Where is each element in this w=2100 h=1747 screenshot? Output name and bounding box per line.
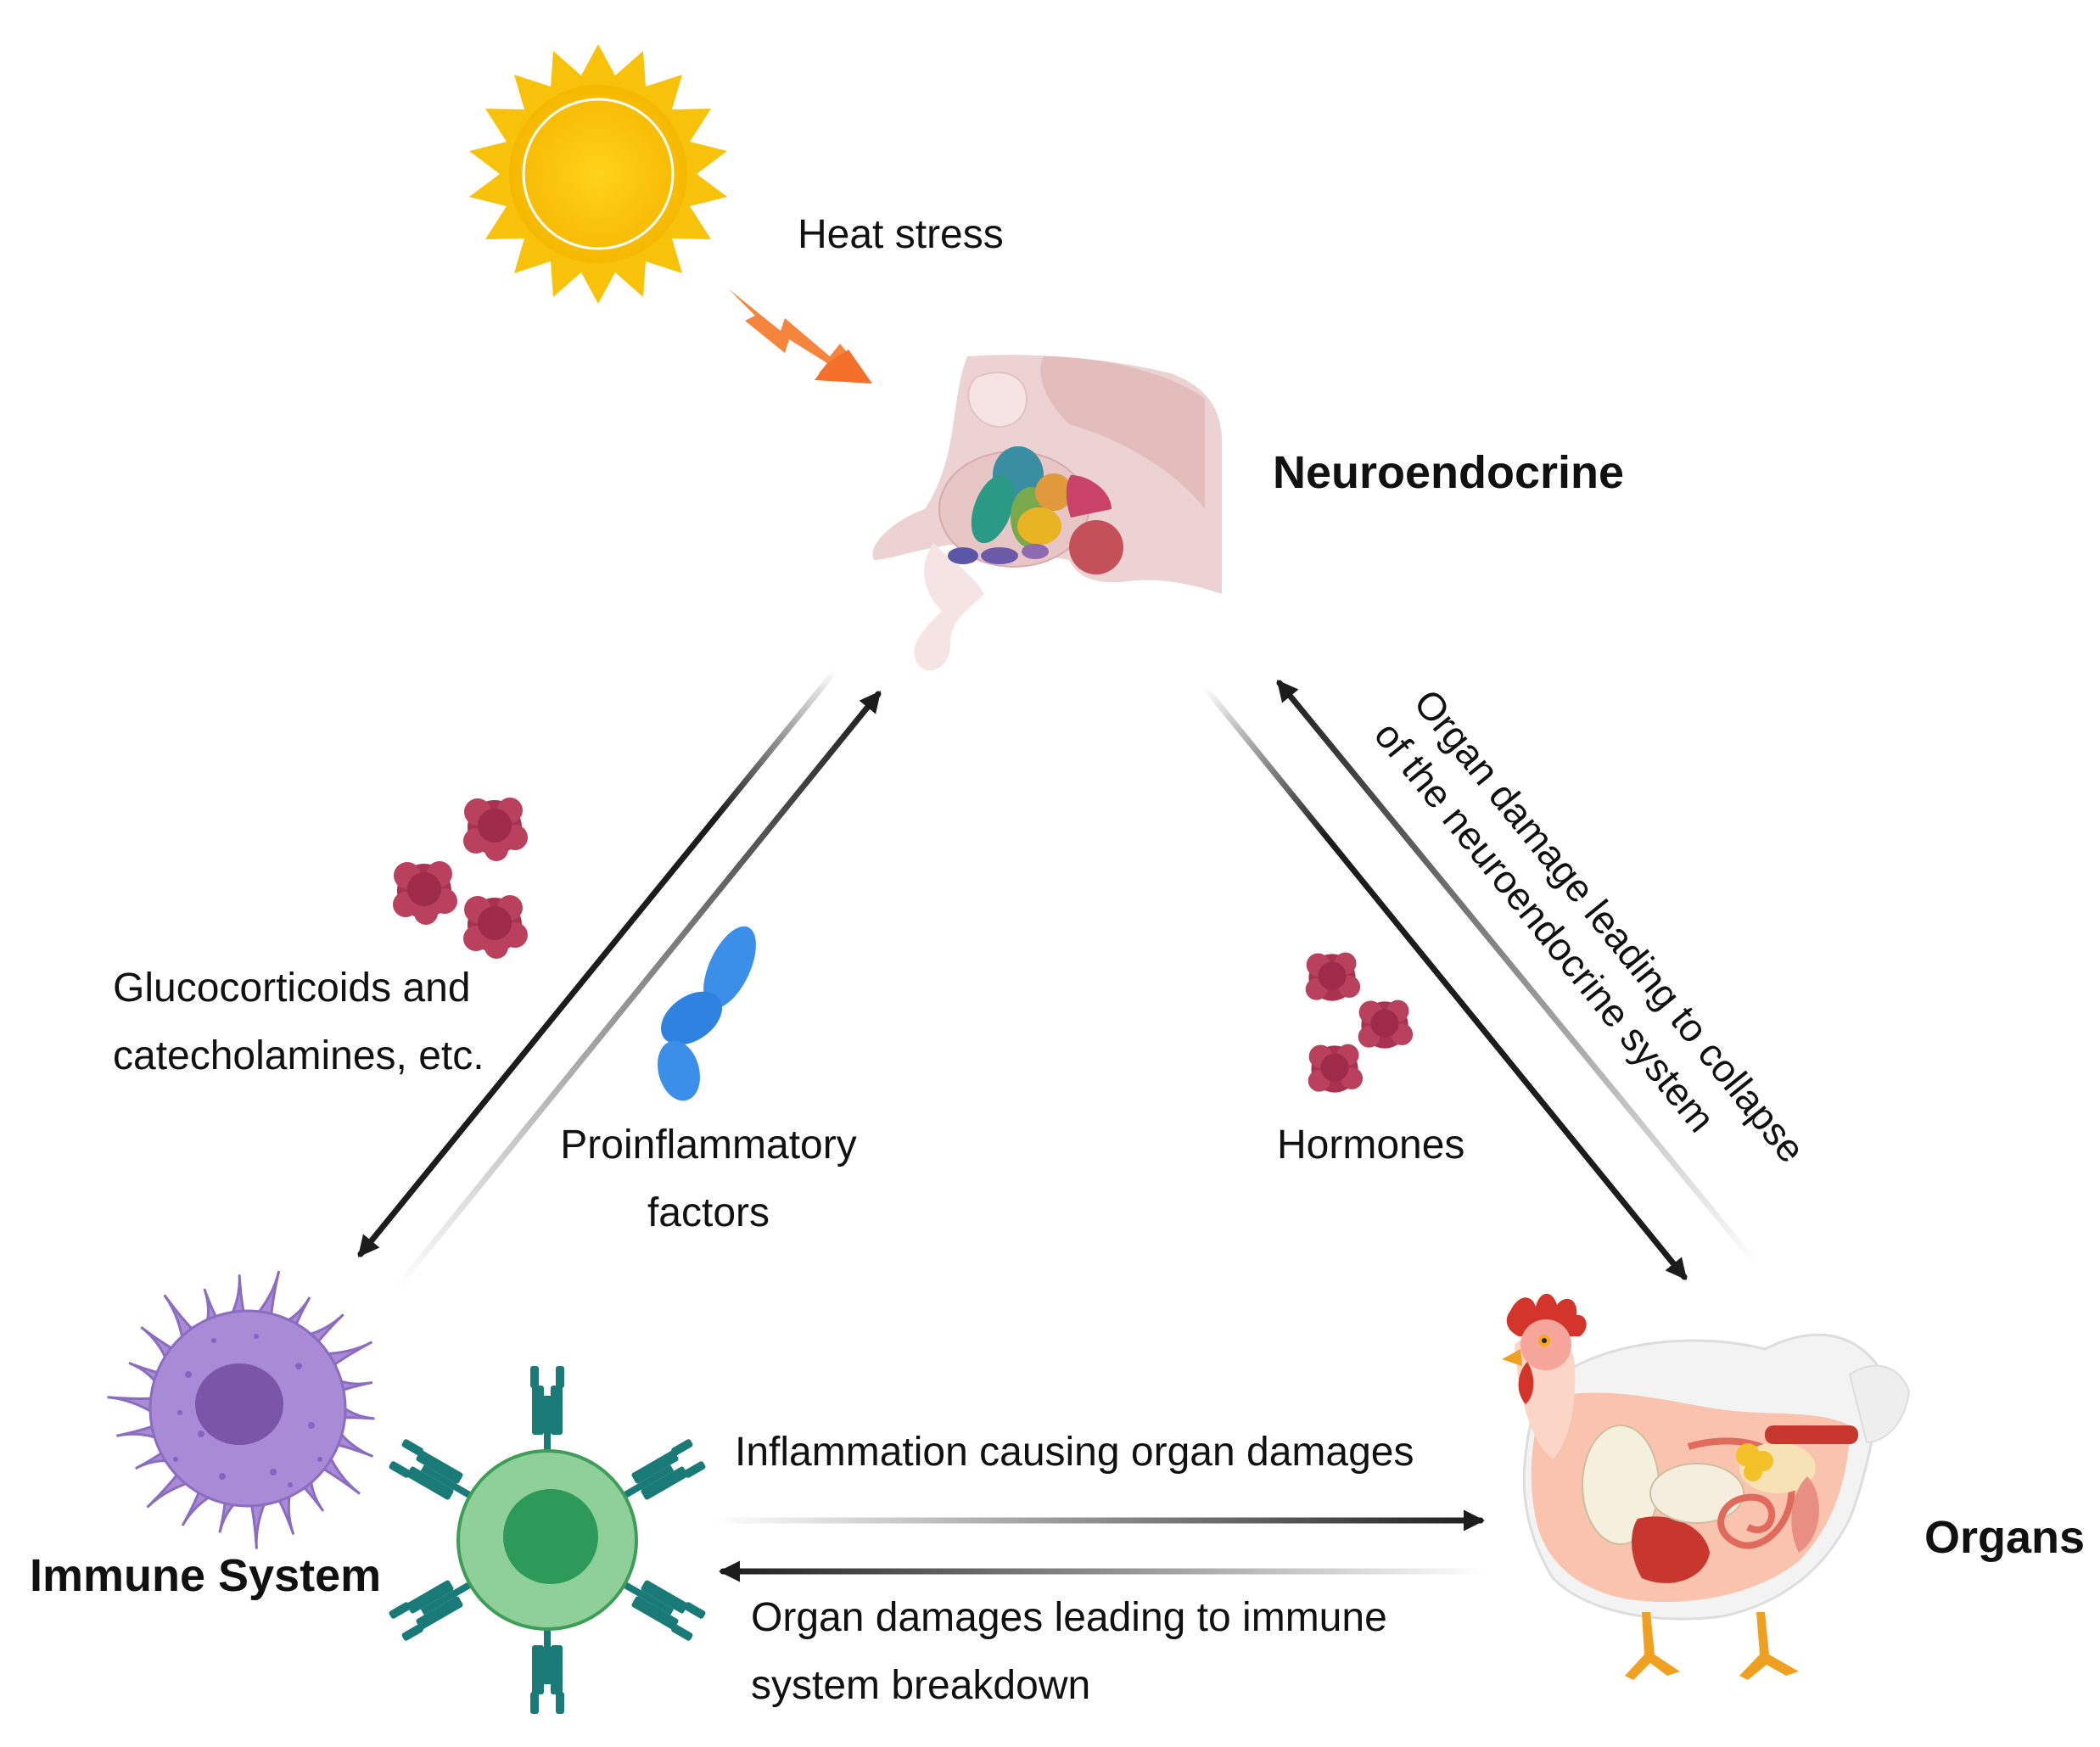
edge-label-proinflammatory: Proinflammatory factors [556,1111,861,1247]
arrow-to-organs [1201,684,1688,1280]
arrow-to-immune [357,667,839,1257]
lymphocyte-icon [389,1366,706,1714]
antibody-receptor [389,1580,474,1641]
sun-icon [469,44,727,304]
node-label-immune-system: Immune System [30,1550,382,1601]
edge-label-line: factors [647,1190,770,1235]
antibody-receptor [530,1366,564,1453]
edge-label-line: catecholamines, etc. [113,1033,484,1078]
antibody-receptor [389,1439,474,1500]
antibody-receptor [620,1439,706,1500]
hormone-particles-icon [1305,952,1414,1093]
edge-label-line: Organ damages leading to immune [751,1595,1387,1640]
edge-label-glucocorticoids: Glucocorticoids and catecholamines, etc. [113,955,484,1090]
edge-label-organ-breakdown: Organ damages leading to immune system b… [751,1584,1387,1720]
macrophage-icon [107,1270,375,1549]
edge-label-line: Glucocorticoids and [113,966,471,1011]
heat-lightning-icon [728,288,872,384]
cytokine-icon [658,926,756,1101]
brain-section-icon [872,355,1222,671]
node-label-organs: Organs [1924,1512,2086,1563]
edge-label-line: system breakdown [751,1663,1091,1708]
antibody-receptor [530,1627,564,1714]
heat-stress-label: Heat stress [798,212,1004,257]
arrow-to-neuroendocrine-from-immune [395,691,882,1289]
antibody-receptor [620,1580,706,1641]
node-label-neuroendocrine: Neuroendocrine [1273,447,1625,498]
arrows [357,667,1760,1582]
arrow-to-neuroendocrine-from-organs [1276,680,1760,1268]
edge-label-line: Proinflammatory [560,1123,857,1167]
edge-label-hormones: Hormones [1277,1123,1465,1167]
hormone-particles-icon [393,798,528,959]
edge-label-inflammation: Inflammation causing organ damages [735,1430,1414,1475]
chicken-anatomy-icon [1502,1293,1911,1680]
